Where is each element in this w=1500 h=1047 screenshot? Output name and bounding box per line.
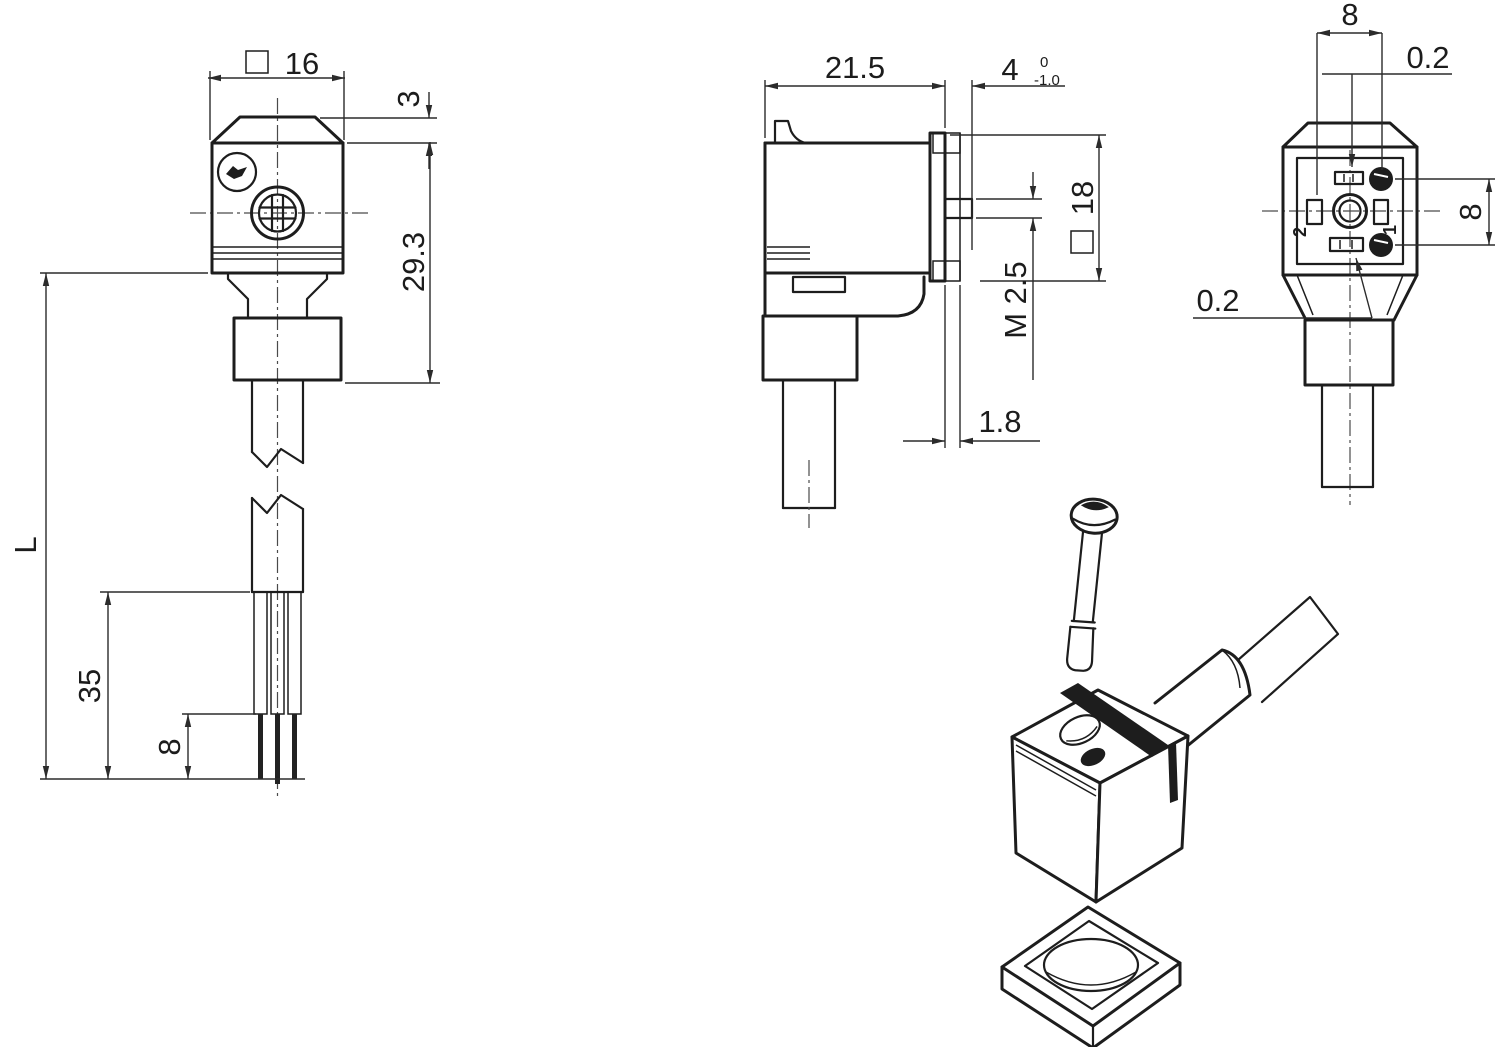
face-slot-right bbox=[1372, 198, 1390, 226]
face-contacts: 2 1 bbox=[1290, 167, 1400, 257]
isometric-pin-hole bbox=[1080, 747, 1106, 767]
side-lower-housing bbox=[763, 271, 926, 318]
isometric-cable bbox=[1153, 595, 1340, 749]
manufacturer-logo-icon bbox=[216, 151, 258, 193]
face-slot-left bbox=[1305, 198, 1324, 226]
side-cable bbox=[781, 378, 837, 528]
dim-pitch-top-label: 8 bbox=[1341, 0, 1358, 32]
pin-label-2: 2 bbox=[1290, 227, 1310, 237]
face-gland-nut bbox=[1303, 318, 1395, 387]
dim-pin-length-tol-lower: -1.0 bbox=[1034, 72, 1060, 89]
front-view: 16 3 29.3 L 35 8 bbox=[8, 46, 440, 800]
center-screw-icon bbox=[250, 185, 305, 241]
side-top-tab bbox=[773, 119, 808, 145]
dim-side-width-label: 21.5 bbox=[825, 50, 885, 85]
dim-flange-square-label: 18 bbox=[1065, 181, 1100, 215]
front-neck-left bbox=[226, 271, 250, 320]
face-slot-top bbox=[1333, 170, 1365, 186]
front-dimensions: 16 3 29.3 L 35 8 bbox=[8, 46, 440, 780]
side-flange bbox=[928, 131, 974, 283]
dim-gasket-gap-label: 1.8 bbox=[978, 404, 1021, 439]
dim-front-cap-height-label: 3 bbox=[391, 90, 426, 107]
front-gland-nut bbox=[232, 316, 343, 382]
face-body bbox=[1281, 145, 1419, 277]
isometric-body bbox=[1010, 683, 1190, 904]
dim-offset-top-label: 0.2 bbox=[1406, 40, 1449, 75]
isometric-screw-hole bbox=[1059, 714, 1101, 746]
face-dimensions: 8 0.2 0.2 8 bbox=[1193, 0, 1495, 319]
dim-front-width-label: 16 bbox=[285, 46, 319, 81]
gasket-hole bbox=[1042, 937, 1140, 993]
side-housing-notch bbox=[791, 275, 847, 294]
face-pin-2-contact bbox=[1369, 167, 1393, 191]
dim-offset-left-label: 0.2 bbox=[1196, 283, 1239, 318]
side-gland-nut bbox=[761, 314, 859, 382]
front-neck-right bbox=[305, 271, 329, 320]
dim-pin-length-tol-upper: 0 bbox=[1040, 54, 1048, 71]
face-pin-1-contact bbox=[1369, 233, 1393, 257]
face-slot-bottom bbox=[1328, 236, 1365, 253]
mounting-screw-icon bbox=[1066, 497, 1119, 672]
side-view: 21.5 4 0 -1.0 18 M 2.5 1.8 bbox=[761, 50, 1106, 528]
front-body bbox=[210, 141, 345, 275]
dim-front-height-label: 29.3 bbox=[396, 232, 431, 292]
face-center-screw-hole bbox=[1332, 193, 1368, 229]
dim-pitch-right-label: 8 bbox=[1453, 203, 1488, 220]
dim-screw-thread-label: M 2.5 bbox=[998, 261, 1033, 339]
face-view: 2 1 8 0.2 0.2 8 bbox=[1193, 0, 1495, 505]
flat-gasket-icon bbox=[1000, 905, 1182, 1047]
dim-pin-length-label: 4 bbox=[1001, 52, 1018, 87]
isometric-view bbox=[1000, 497, 1340, 1047]
dim-cable-length-label: L bbox=[8, 536, 43, 553]
cable-clamp-band bbox=[1060, 683, 1168, 757]
dim-jacket-strip-label: 35 bbox=[72, 669, 107, 703]
pin-label-1: 1 bbox=[1380, 225, 1400, 235]
side-dimensions: 21.5 4 0 -1.0 18 M 2.5 1.8 bbox=[764, 50, 1106, 448]
square-symbol-18 bbox=[1070, 230, 1094, 254]
square-symbol-16 bbox=[245, 50, 269, 74]
front-conductors bbox=[253, 591, 302, 784]
dim-wire-strip-label: 8 bbox=[152, 738, 187, 755]
face-lower-body bbox=[1281, 273, 1419, 489]
